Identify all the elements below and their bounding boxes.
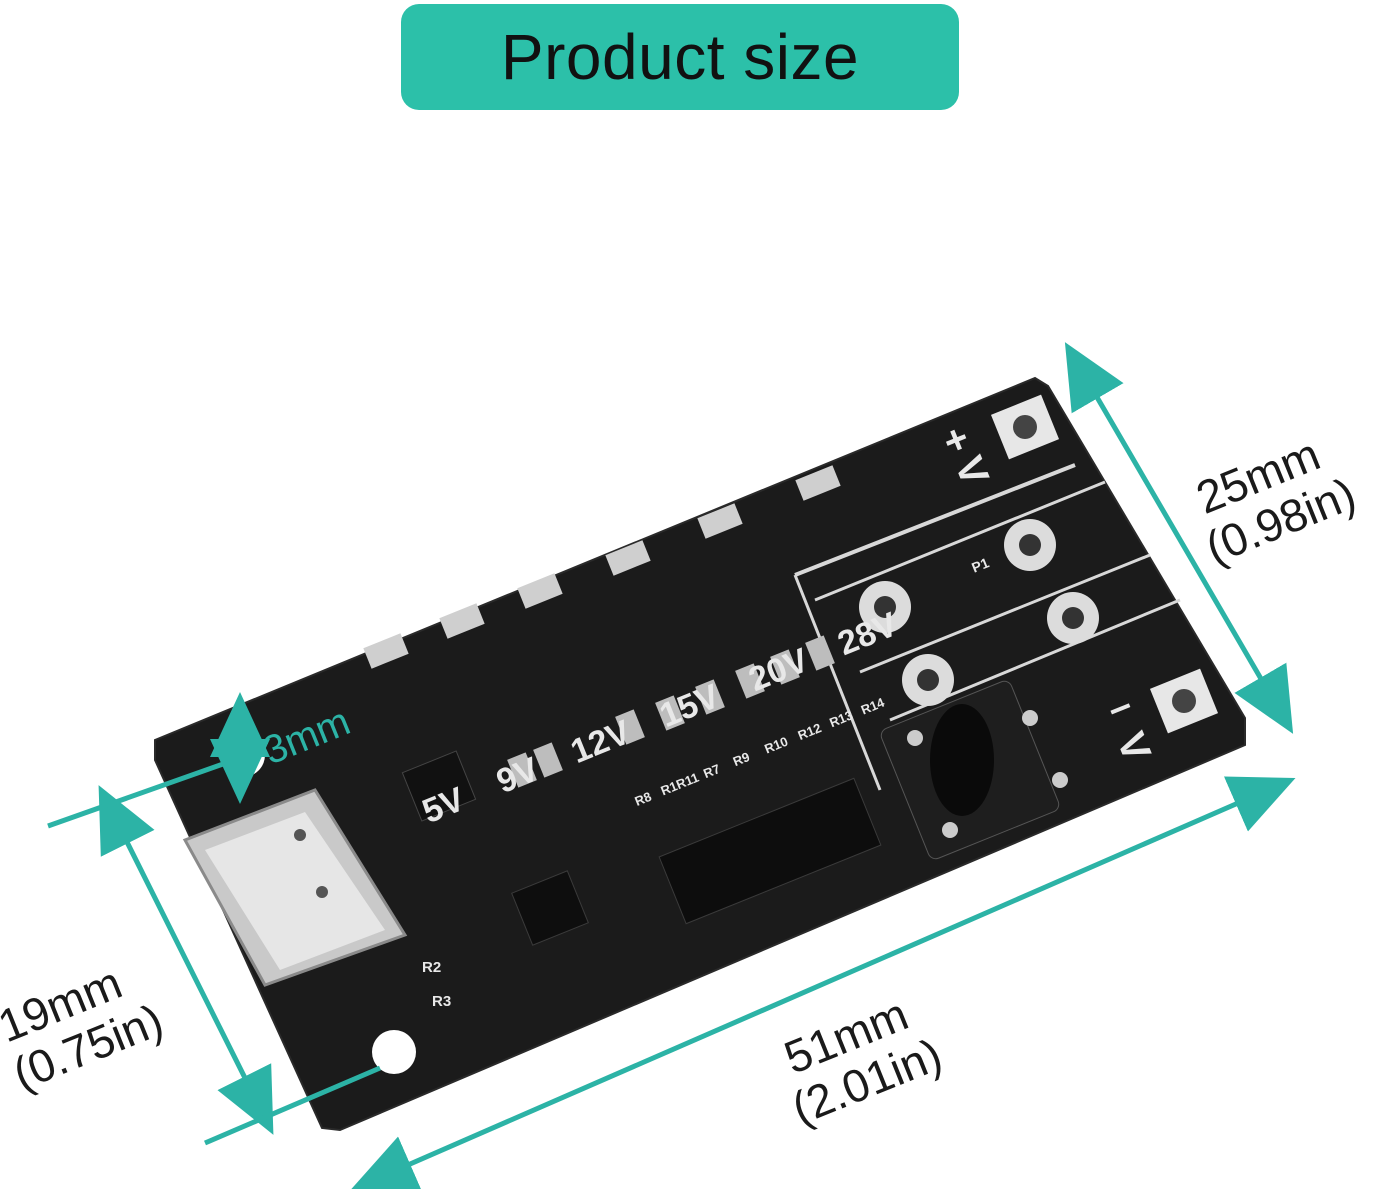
resistor-label-r7: R7	[701, 761, 722, 781]
extension-line-top	[47, 755, 241, 829]
dimension-line-length	[350, 776, 1296, 1189]
resistor-label-r9: R9	[731, 749, 752, 769]
extension-line-bottom	[204, 1065, 381, 1146]
dimension-line-hole-spacing	[98, 785, 274, 1135]
title-banner: Product size	[401, 4, 959, 110]
page-title: Product size	[500, 21, 860, 93]
dimension-line-width	[1064, 342, 1294, 734]
r3-label: R3	[432, 993, 451, 1010]
p1-label: P1	[969, 554, 991, 575]
mounting-hole-top	[221, 733, 265, 777]
r2-label: R2	[422, 959, 441, 976]
